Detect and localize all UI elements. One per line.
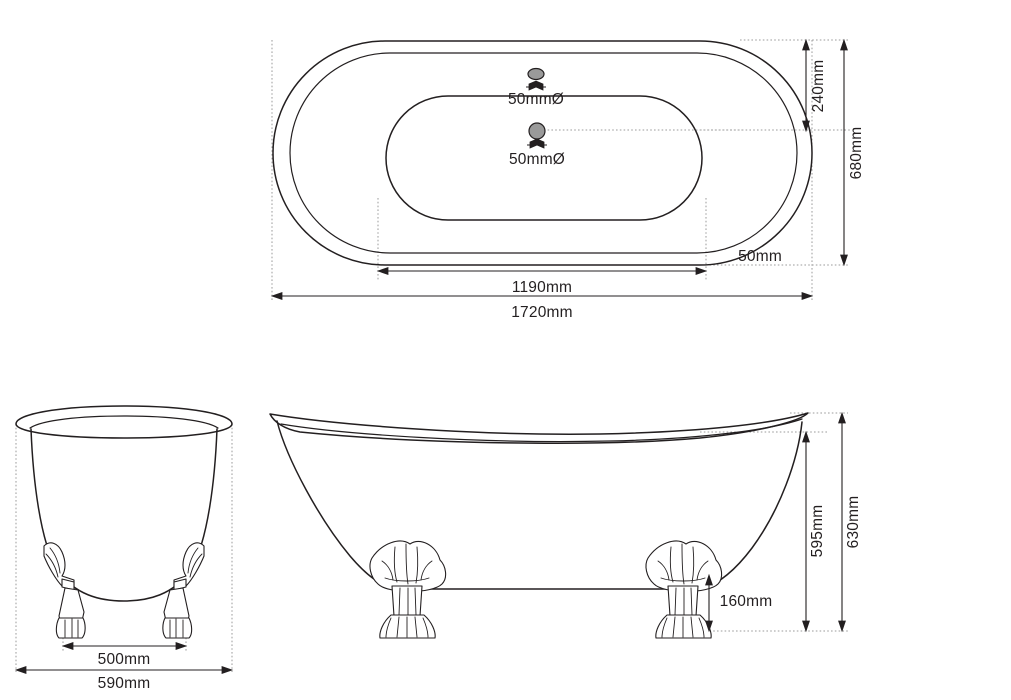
dim-overall-width-end: 590mm — [14, 666, 234, 692]
dim-680-label: 680mm — [848, 127, 865, 180]
end-body — [30, 428, 218, 602]
waste-valve-icon — [529, 138, 545, 149]
end-elevation-view: 500mm 590mm — [14, 405, 234, 692]
plan-rim-inner-edge — [289, 52, 798, 254]
end-extension-lines — [15, 424, 233, 672]
dim-590-label: 590mm — [98, 675, 151, 692]
side-rim-inner — [280, 418, 803, 443]
waste-icon — [528, 122, 546, 140]
dim-overall-width-plan: 680mm — [840, 38, 865, 267]
dim-50-rim-label: 50mm — [738, 248, 782, 265]
dim-inner-length: 1190mm — [376, 267, 708, 296]
dim-underside-height: 160mm — [705, 573, 773, 633]
end-rim — [15, 405, 233, 439]
plan-outer-rim — [272, 40, 813, 266]
dim-overall-height: 630mm — [838, 411, 862, 633]
dim-630-label: 630mm — [845, 496, 862, 549]
side-rim — [269, 412, 809, 444]
side-foot-left — [369, 540, 447, 639]
side-foot-right — [645, 540, 723, 639]
dim-160-label: 160mm — [720, 593, 773, 610]
dim-595-label: 595mm — [809, 505, 826, 558]
side-elevation-view: 160mm 595mm 630mm — [269, 411, 862, 639]
dim-foot-span: 500mm — [61, 642, 188, 668]
plan-overflow-fitting — [526, 67, 546, 91]
overflow-icon — [527, 67, 545, 81]
dim-240-label: 240mm — [810, 60, 827, 113]
dim-500-label: 500mm — [98, 651, 151, 668]
end-foot-left — [43, 542, 86, 639]
waste-label: 50mmØ — [509, 151, 565, 168]
plan-basin — [385, 95, 703, 221]
dim-1720-label: 1720mm — [511, 304, 573, 321]
plan-waste-fitting — [527, 122, 547, 149]
dim-rim-height: 595mm — [802, 430, 826, 633]
overflow-valve-icon — [528, 80, 544, 91]
plan-view: 50mmØ 50mmØ 240mm 680mm — [270, 38, 865, 321]
overflow-label: 50mmØ — [508, 91, 564, 108]
end-foot-right — [162, 542, 205, 639]
dim-rim-to-centre: 240mm — [802, 38, 827, 133]
dim-1190-label: 1190mm — [512, 279, 572, 296]
end-rim-inner — [29, 415, 219, 429]
dim-overall-length: 1720mm — [270, 292, 814, 321]
